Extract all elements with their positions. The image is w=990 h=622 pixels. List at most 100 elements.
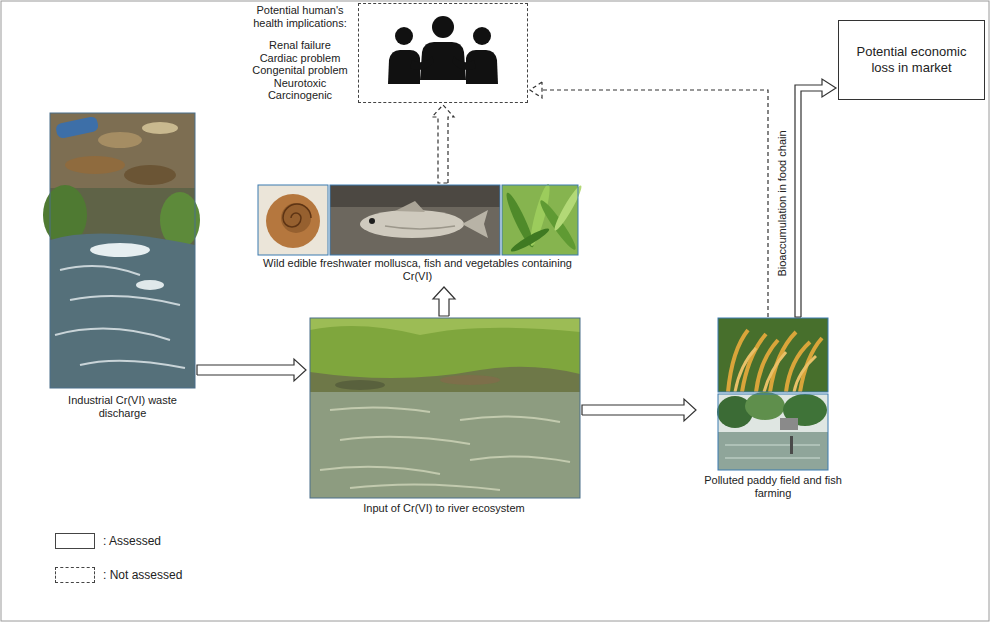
- vegetable-photo: [502, 183, 584, 255]
- river-photo: [440, 375, 500, 385]
- people-icon: [395, 27, 413, 45]
- fish-farm-photo: [745, 392, 785, 420]
- list-item: Neurotoxic: [247, 77, 353, 90]
- river-photo: [310, 392, 580, 498]
- node-label: Wild edible freshwater mollusca, fish an…: [250, 257, 585, 283]
- flow-arrow: [432, 105, 454, 183]
- people-icon: [473, 27, 491, 45]
- fish-photo: [330, 185, 500, 255]
- discharge-photo: [50, 113, 195, 388]
- vegetable-photo: [502, 185, 578, 255]
- arrow-path: [432, 105, 454, 183]
- text-group: Wild edible freshwater mollusca, fish an…: [250, 257, 585, 283]
- discharge-photo: [55, 116, 99, 139]
- river-photo: [310, 318, 580, 498]
- flow-arrow: [530, 82, 768, 317]
- list-item: Carcinogenic: [247, 89, 353, 102]
- rice-photo: [718, 318, 828, 392]
- rice-photo: [735, 348, 816, 392]
- people-icon: [388, 16, 498, 84]
- mollusc-photo: [258, 185, 328, 255]
- river-photo: [320, 407, 570, 490]
- text-group: Input of Cr(VI) to river ecosystem: [308, 502, 580, 515]
- discharge-photo: [50, 113, 195, 188]
- fish-photo: [360, 210, 464, 238]
- legend-sample: [55, 567, 95, 583]
- people-icon: [452, 56, 476, 70]
- legend-sample: [55, 533, 95, 549]
- arrow-path: [530, 82, 768, 317]
- text-group: Potential human's health implications: Re…: [247, 4, 353, 102]
- fish-farm-photo: [718, 432, 828, 470]
- rice-photo: [718, 318, 828, 392]
- text-group: Industrial Cr(VI) waste discharge: [50, 394, 195, 420]
- text-group: Polluted paddy field and fish farming: [698, 474, 848, 500]
- discharge-photo: [136, 280, 164, 290]
- flow-arrow: [582, 399, 696, 421]
- discharge-photo: [90, 243, 150, 257]
- photo-panel: Input of Cr(VI) to river ecosystem: [308, 318, 580, 517]
- arrow-path: [433, 287, 455, 316]
- list-item: Congenital problem: [247, 64, 353, 77]
- flow-arrow: [433, 287, 455, 316]
- fish-farm-photo: [725, 445, 820, 458]
- list-item: Cardiac problem: [247, 52, 353, 65]
- discharge-photo: [55, 266, 185, 368]
- legend-label: : Assessed: [103, 534, 161, 549]
- fish-farm-photo: [717, 392, 828, 470]
- flow-arrow: [197, 359, 306, 381]
- photo-panel: Industrial Cr(VI) waste discharge: [50, 113, 195, 422]
- flow-arrow: [795, 79, 836, 317]
- legend-label: : Not assessed: [103, 568, 182, 583]
- river-photo: [335, 380, 385, 390]
- fish-photo: [395, 201, 425, 212]
- fish-photo: [330, 185, 500, 255]
- node-label: Polluted paddy field and fish farming: [698, 474, 848, 500]
- fish-photo: [462, 210, 488, 238]
- outcome-box: Potential economic loss in market: [838, 20, 985, 100]
- river-photo: [310, 318, 580, 335]
- discharge-photo: [65, 156, 125, 174]
- arrow-path: [582, 399, 696, 421]
- text-group: Potential economic loss in market: [839, 44, 984, 76]
- node-label: Industrial Cr(VI) waste discharge: [50, 394, 195, 420]
- people-icon: [432, 16, 454, 38]
- edge-label: Bioaccumulation in food chain: [776, 129, 789, 277]
- heading-text: Potential human's health implications:: [247, 4, 353, 29]
- discharge-photo: [98, 132, 142, 148]
- node-label: Potential economic loss in market: [849, 44, 974, 76]
- rice-photo: [728, 330, 822, 392]
- discharge-photo: [124, 165, 176, 185]
- node-label: Input of Cr(VI) to river ecosystem: [308, 502, 580, 515]
- rice-photo: [718, 318, 828, 392]
- mollusc-photo: [258, 185, 328, 255]
- fish-farm-photo: [718, 394, 828, 470]
- vegetable-photo: [552, 183, 585, 232]
- mollusc-photo: [283, 204, 311, 227]
- list-item: Renal failure: [247, 39, 353, 52]
- arrow-path: [795, 79, 836, 317]
- discharge-photo: [50, 234, 195, 388]
- photo-panel: Polluted paddy field and fish farming: [698, 318, 848, 502]
- fish-photo: [330, 185, 500, 255]
- people-icon: [410, 56, 434, 70]
- river-photo: [310, 318, 580, 498]
- discharge-photo: [43, 113, 200, 388]
- mollusc-photo: [258, 185, 328, 255]
- arrow-path: [197, 359, 306, 381]
- vegetable-photo: [509, 226, 551, 255]
- fish-farm-photo: [780, 418, 798, 430]
- fish-photo: [385, 226, 455, 229]
- mollusc-photo: [281, 203, 311, 233]
- river-photo: [310, 318, 580, 498]
- mollusc-photo: [266, 194, 320, 248]
- photo-panel: Wild edible freshwater mollusca, fish an…: [250, 185, 585, 285]
- discharge-photo: [50, 113, 195, 388]
- fish-farm-photo: [790, 436, 793, 454]
- fish-photo: [369, 218, 375, 224]
- health-impact-box: Potential human's health implications:Re…: [358, 3, 528, 103]
- discharge-photo: [142, 122, 178, 134]
